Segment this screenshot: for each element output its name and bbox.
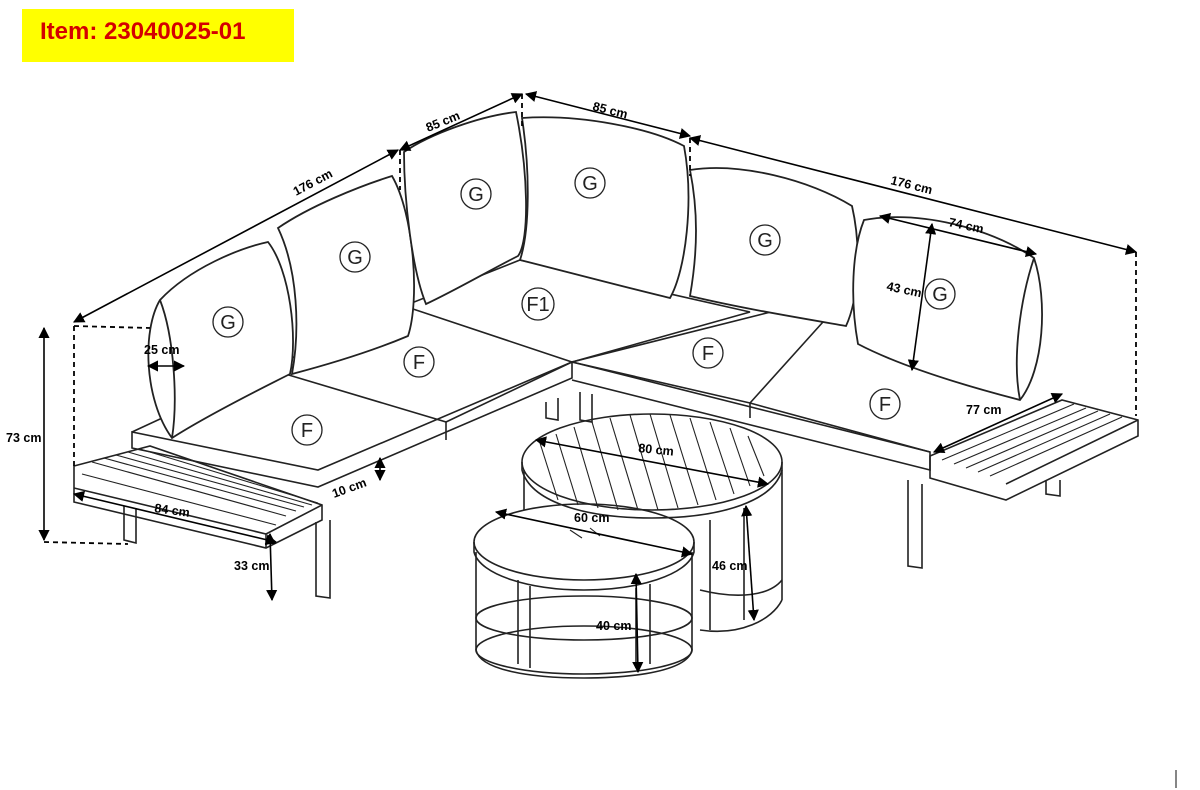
dim-small-table-diameter: 60 cm bbox=[574, 511, 609, 525]
code-seat-corner: F1 bbox=[526, 294, 549, 316]
dim-small-table-height: 40 cm bbox=[596, 619, 631, 633]
code-back-1: G bbox=[220, 312, 236, 334]
code-seat-2: F bbox=[413, 352, 425, 374]
code-back-6: G bbox=[932, 284, 948, 306]
dim-back-right-length: 176 cm bbox=[889, 173, 934, 197]
dim-back-corner-right: 85 cm bbox=[591, 99, 629, 121]
item-banner bbox=[22, 9, 294, 62]
dim-side-table-length: 84 cm bbox=[154, 501, 191, 520]
code-seat-4: F bbox=[879, 394, 891, 416]
back-cushions bbox=[147, 111, 1043, 440]
dim-seat-depth: 77 cm bbox=[966, 403, 1001, 417]
code-back-3: G bbox=[468, 184, 484, 206]
code-back-4: G bbox=[582, 173, 598, 195]
dim-total-height: 73 cm bbox=[6, 431, 41, 445]
code-seat-3: F bbox=[702, 343, 714, 365]
dimension-lines bbox=[38, 91, 1138, 674]
small-coffee-table bbox=[473, 503, 695, 679]
dim-back-cushion-depth: 25 cm bbox=[144, 343, 179, 357]
dim-large-table-diameter: 80 cm bbox=[638, 441, 675, 459]
dim-seat-height: 33 cm bbox=[234, 559, 269, 573]
dim-large-table-height: 46 cm bbox=[712, 559, 747, 573]
code-back-2: G bbox=[347, 247, 363, 269]
dim-back-left-length: 176 cm bbox=[291, 166, 335, 198]
code-seat-1: F bbox=[301, 420, 313, 442]
code-back-5: G bbox=[757, 230, 773, 252]
item-number: Item: 23040025-01 bbox=[40, 18, 246, 45]
